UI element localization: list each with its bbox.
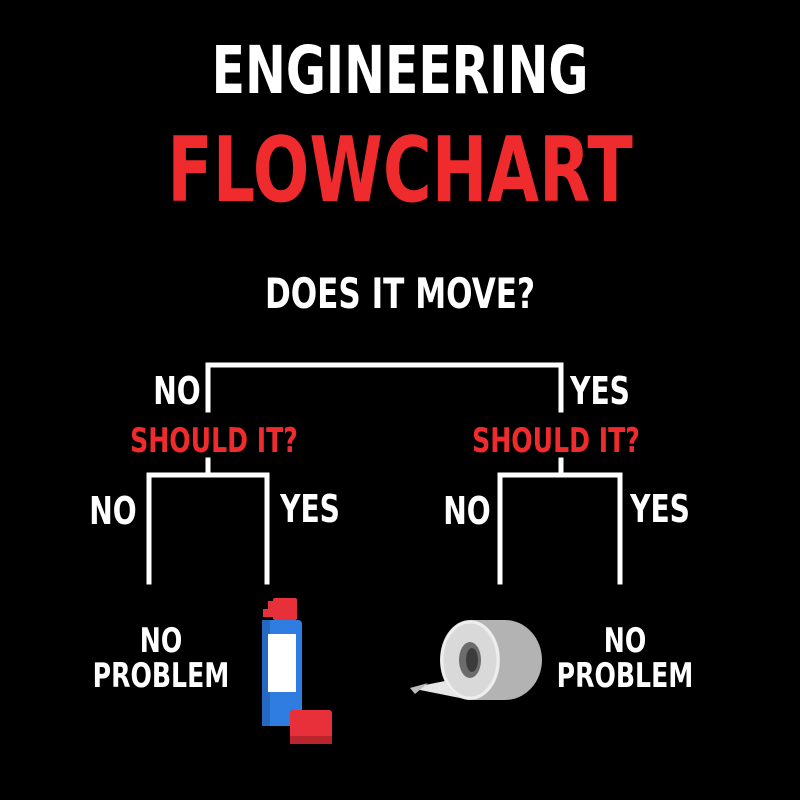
right-sub-question: SHOULD IT? [472,421,640,461]
right-outcome-line1: NO [603,621,647,661]
left-sub-question: SHOULD IT? [130,421,298,461]
spray-can-icon [262,598,332,744]
right-outcome-text: NO PROBLEM [544,621,707,697]
title-engineering: ENGINEERING [211,32,589,109]
left-outcome-line2: PROBLEM [92,656,230,697]
left-no-label: NO [89,489,137,533]
right-yes-label: YES [630,487,690,531]
root-question: DOES IT MOVE? [264,269,536,318]
root-bracket [205,362,564,413]
left-yes-label: YES [280,487,340,531]
right-bracket [497,472,623,585]
left-outcome-line1: NO [139,621,183,661]
root-no-label: NO [153,369,201,413]
right-no-label: NO [443,489,491,533]
left-outcome-text: NO PROBLEM [80,621,243,697]
left-bracket [146,472,270,585]
right-outcome-line2: PROBLEM [556,656,694,697]
root-yes-label: YES [570,369,630,413]
duct-tape-icon [410,620,542,700]
title-flowchart: FLOWCHART [167,118,633,223]
